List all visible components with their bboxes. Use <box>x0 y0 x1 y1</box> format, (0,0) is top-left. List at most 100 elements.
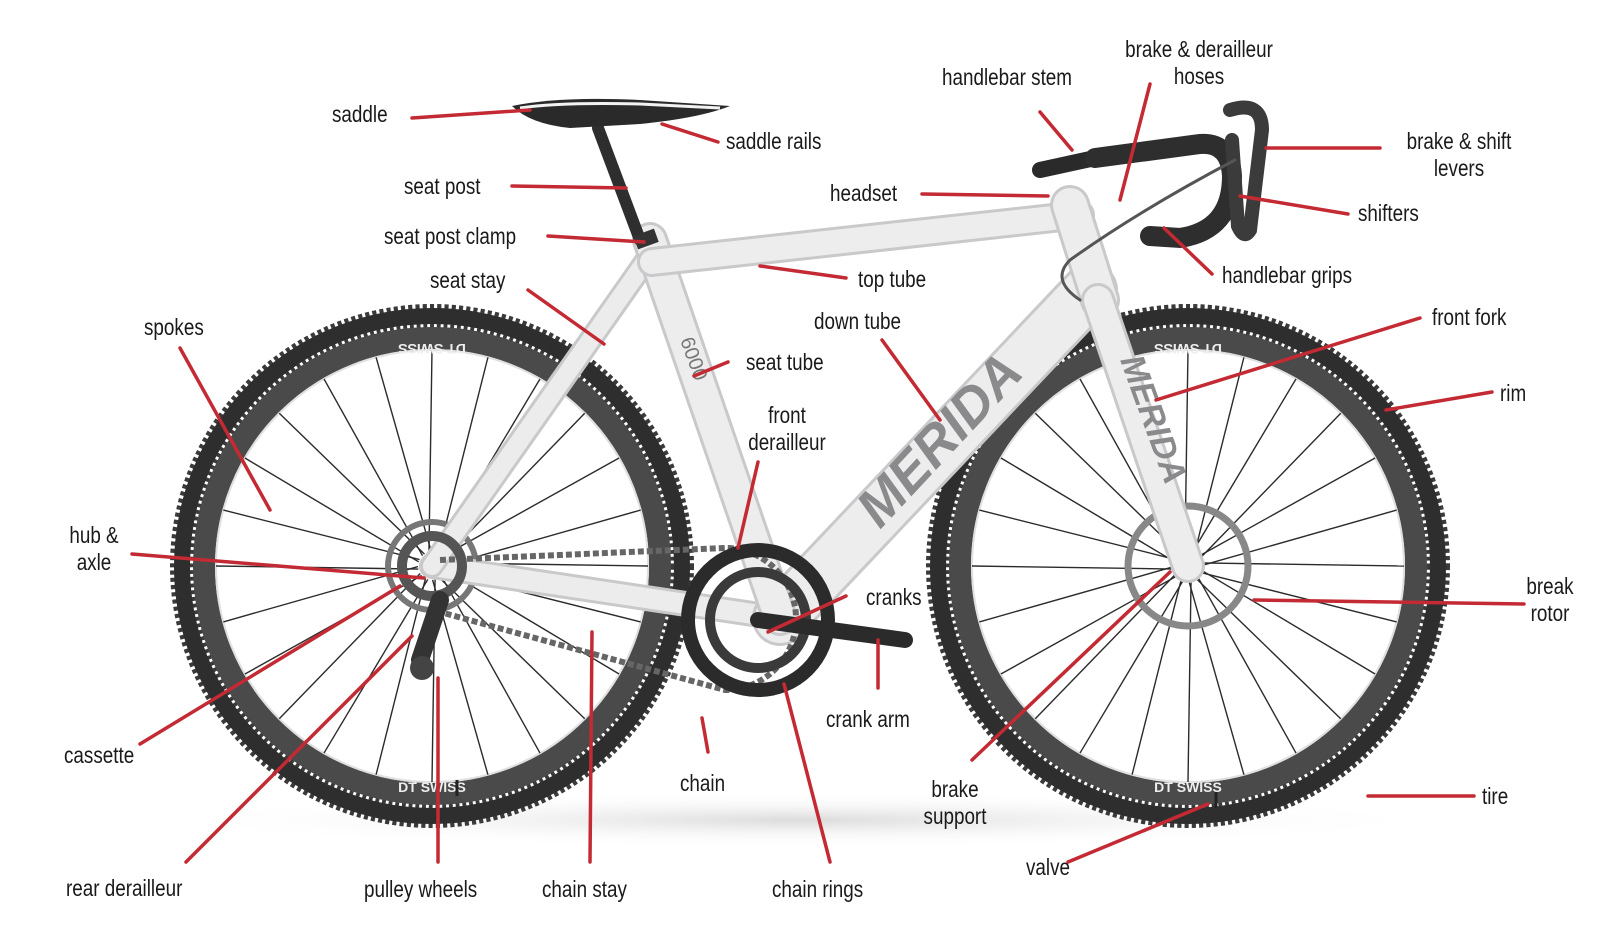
label-saddle-rails: saddle rails <box>726 128 822 154</box>
spoke <box>1079 579 1185 754</box>
label-handlebar-grips: handlebar grips <box>1222 262 1353 288</box>
spoke <box>1187 579 1245 775</box>
leader-brake-support <box>970 570 1172 762</box>
leader-rim <box>1384 390 1494 412</box>
front-wheel: DT SWISS DT SWISS <box>455 304 1450 828</box>
leader-break-rotor <box>1252 598 1526 606</box>
front-rim-text: DT SWISS <box>1154 341 1222 357</box>
spoke <box>439 577 586 720</box>
leader-down-tube <box>880 338 942 422</box>
rear-rim-text: DT SWISS <box>398 341 466 357</box>
front-rim <box>949 327 1427 805</box>
leader-seat-post <box>510 184 628 190</box>
label-tire: tire <box>1482 783 1509 809</box>
label-top-tube: top tube <box>858 266 927 292</box>
leader-shifters <box>1238 194 1350 216</box>
spoke <box>979 565 1175 623</box>
spoke <box>1193 357 1245 554</box>
label-spokes: spokes <box>144 314 204 340</box>
label-front-fork: front fork <box>1432 304 1507 330</box>
leader-lines <box>130 82 1526 864</box>
leader-cranks <box>766 594 848 634</box>
label-chain-rings: chain rings <box>772 876 864 902</box>
spoke <box>971 565 1175 570</box>
seat-clamp-shape <box>633 228 659 250</box>
spoke <box>428 349 433 553</box>
spoke <box>1200 571 1397 623</box>
spoke <box>1201 569 1376 675</box>
label-pulley-wheels: pulley wheels <box>364 876 478 902</box>
spoke <box>440 575 541 754</box>
label-down-tube: down tube <box>814 308 902 334</box>
leader-front-fork <box>1154 316 1422 402</box>
spoke <box>1201 509 1397 567</box>
leader-spokes <box>178 346 272 512</box>
spoke <box>1201 562 1405 567</box>
leader-top-tube <box>758 264 848 280</box>
spoke <box>441 457 620 558</box>
spoke <box>244 457 419 563</box>
label-handlebar-stem: handlebar stem <box>942 64 1073 90</box>
leader-seat-stay <box>526 288 606 346</box>
label-chain: chain <box>680 770 726 796</box>
spoke <box>223 509 420 561</box>
leader-valve <box>1066 802 1210 864</box>
spoke <box>1199 412 1342 559</box>
label-rim: rim <box>1500 380 1527 406</box>
leader-hub-axle <box>130 552 426 580</box>
cockpit <box>1032 100 1270 302</box>
label-cranks: cranks <box>866 584 922 610</box>
leader-handlebar-grips <box>1162 226 1214 276</box>
leader-chain <box>700 716 710 754</box>
rear-rim <box>193 327 671 805</box>
spoke <box>1131 578 1183 775</box>
spoke <box>1196 575 1297 754</box>
brake-lever-shape <box>1223 100 1270 242</box>
handlebar-shape <box>1085 133 1243 249</box>
front-rotor <box>1124 502 1252 630</box>
label-saddle: saddle <box>332 101 388 127</box>
spoke <box>1197 457 1376 558</box>
leader-rear-derailleur <box>184 634 414 864</box>
leader-seat-tube <box>692 360 730 378</box>
leader-headset <box>920 192 1050 198</box>
label-valve: valve <box>1026 854 1071 880</box>
leader-hoses <box>1118 82 1152 202</box>
label-seat-post-clamp: seat post clamp <box>384 223 517 249</box>
spoke <box>1195 577 1342 720</box>
label-crank-arm: crank arm <box>826 706 910 732</box>
label-chain-stay: chain stay <box>542 876 627 902</box>
spoke <box>278 412 425 555</box>
leader-chain-rings <box>782 682 832 864</box>
spoke <box>1000 457 1175 563</box>
rear-wheel: DT SWISS DT SWISS <box>170 304 694 828</box>
leader-cassette <box>138 584 402 746</box>
derailleur-shape <box>411 591 449 669</box>
spoke <box>1187 579 1192 783</box>
rear-tire-core <box>174 308 690 824</box>
spoke <box>375 357 433 553</box>
spoke <box>323 579 429 754</box>
leader-handlebar-stem <box>1038 110 1074 152</box>
front-rim-text-bottom: DT SWISS <box>1154 779 1222 795</box>
rear-rim-text-bottom: DT SWISS <box>398 779 466 795</box>
pulley-shape <box>410 656 434 680</box>
spoke <box>1034 412 1181 555</box>
seat-assembly <box>512 98 730 250</box>
hose-shape <box>1060 158 1237 302</box>
spoke <box>1191 378 1297 553</box>
leader-seat-post-clamp <box>546 234 646 244</box>
label-seat-tube: seat tube <box>746 349 824 375</box>
label-cassette: cassette <box>64 742 135 768</box>
leader-saddle-rails <box>660 122 720 144</box>
label-shifters: shifters <box>1358 200 1419 226</box>
spoke <box>323 378 424 557</box>
seat-post-shape <box>592 122 646 246</box>
front-tire-core <box>930 308 1446 824</box>
